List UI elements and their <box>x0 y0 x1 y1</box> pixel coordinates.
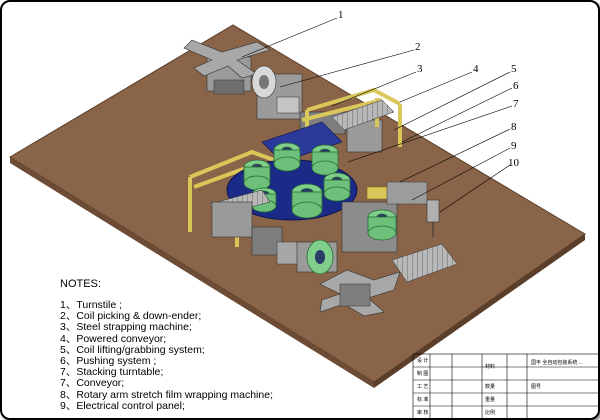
callout-1: 1 <box>338 9 344 21</box>
note-item: 7、Conveyor; <box>60 377 125 390</box>
title-block-weight-label: 重量 <box>485 397 496 403</box>
note-item: 3、Steel strapping machine; <box>60 321 192 334</box>
title-block-grid <box>412 353 598 418</box>
callout-3: 3 <box>417 63 423 75</box>
title-block-process: 工 艺 <box>417 384 429 390</box>
callout-8: 8 <box>511 121 517 133</box>
turnstile-top <box>183 39 271 95</box>
notes-list: 1、Turnstile ; 2、Coil picking & down-ende… <box>60 299 273 412</box>
electrical-control-panel <box>426 199 440 237</box>
note-item: 6、Pushing system ; <box>60 355 157 368</box>
title-block-designer: 设 计 <box>417 358 429 364</box>
callout-2: 2 <box>415 41 421 53</box>
callout-9: 9 <box>511 140 517 152</box>
title-block-material-label: 材料 <box>485 364 496 370</box>
title-block-project-name: 国丰 全自动包装系统 ... <box>531 360 583 366</box>
note-item: 4、Powered conveyor; <box>60 332 167 345</box>
note-item: 1、Turnstile ; <box>60 299 123 311</box>
title-block-review: 审 核 <box>417 410 429 416</box>
coil-bottom <box>296 239 338 275</box>
note-item: 7、Stacking turntable; <box>60 366 164 379</box>
note-item: 2、Coil picking & down-ender; <box>60 310 202 323</box>
coil-grabbing-system <box>341 181 428 253</box>
title-block-standard: 标 准 <box>417 397 429 403</box>
note-item: 9、Electrical control panel; <box>60 399 185 412</box>
callout-7: 7 <box>513 98 519 110</box>
title-block-quantity-label: 数量 <box>485 384 496 390</box>
title-block-scale-label: 比例 <box>485 410 496 416</box>
coil-down-ender <box>251 65 303 120</box>
note-item: 8、Rotary arm stretch film wrapping machi… <box>60 388 273 401</box>
callout-5: 5 <box>511 63 517 75</box>
title-block: 设 计 制 图 工 艺 标 准 审 核 材料 数量 重量 比例 图号 国丰 全自… <box>413 354 598 418</box>
title-block-drawing-no-label: 图号 <box>531 384 542 390</box>
callout-10: 10 <box>508 157 519 169</box>
title-block-drafter: 制 图 <box>417 371 429 377</box>
callout-6: 6 <box>513 80 519 92</box>
turnstile-bottom <box>319 269 401 317</box>
leader-lines <box>241 17 513 213</box>
notes-title: NOTES: <box>60 278 101 290</box>
note-item: 5、Coil lifting/grabbing system; <box>60 343 205 356</box>
left-machines <box>211 201 306 265</box>
callout-4: 4 <box>473 63 479 75</box>
